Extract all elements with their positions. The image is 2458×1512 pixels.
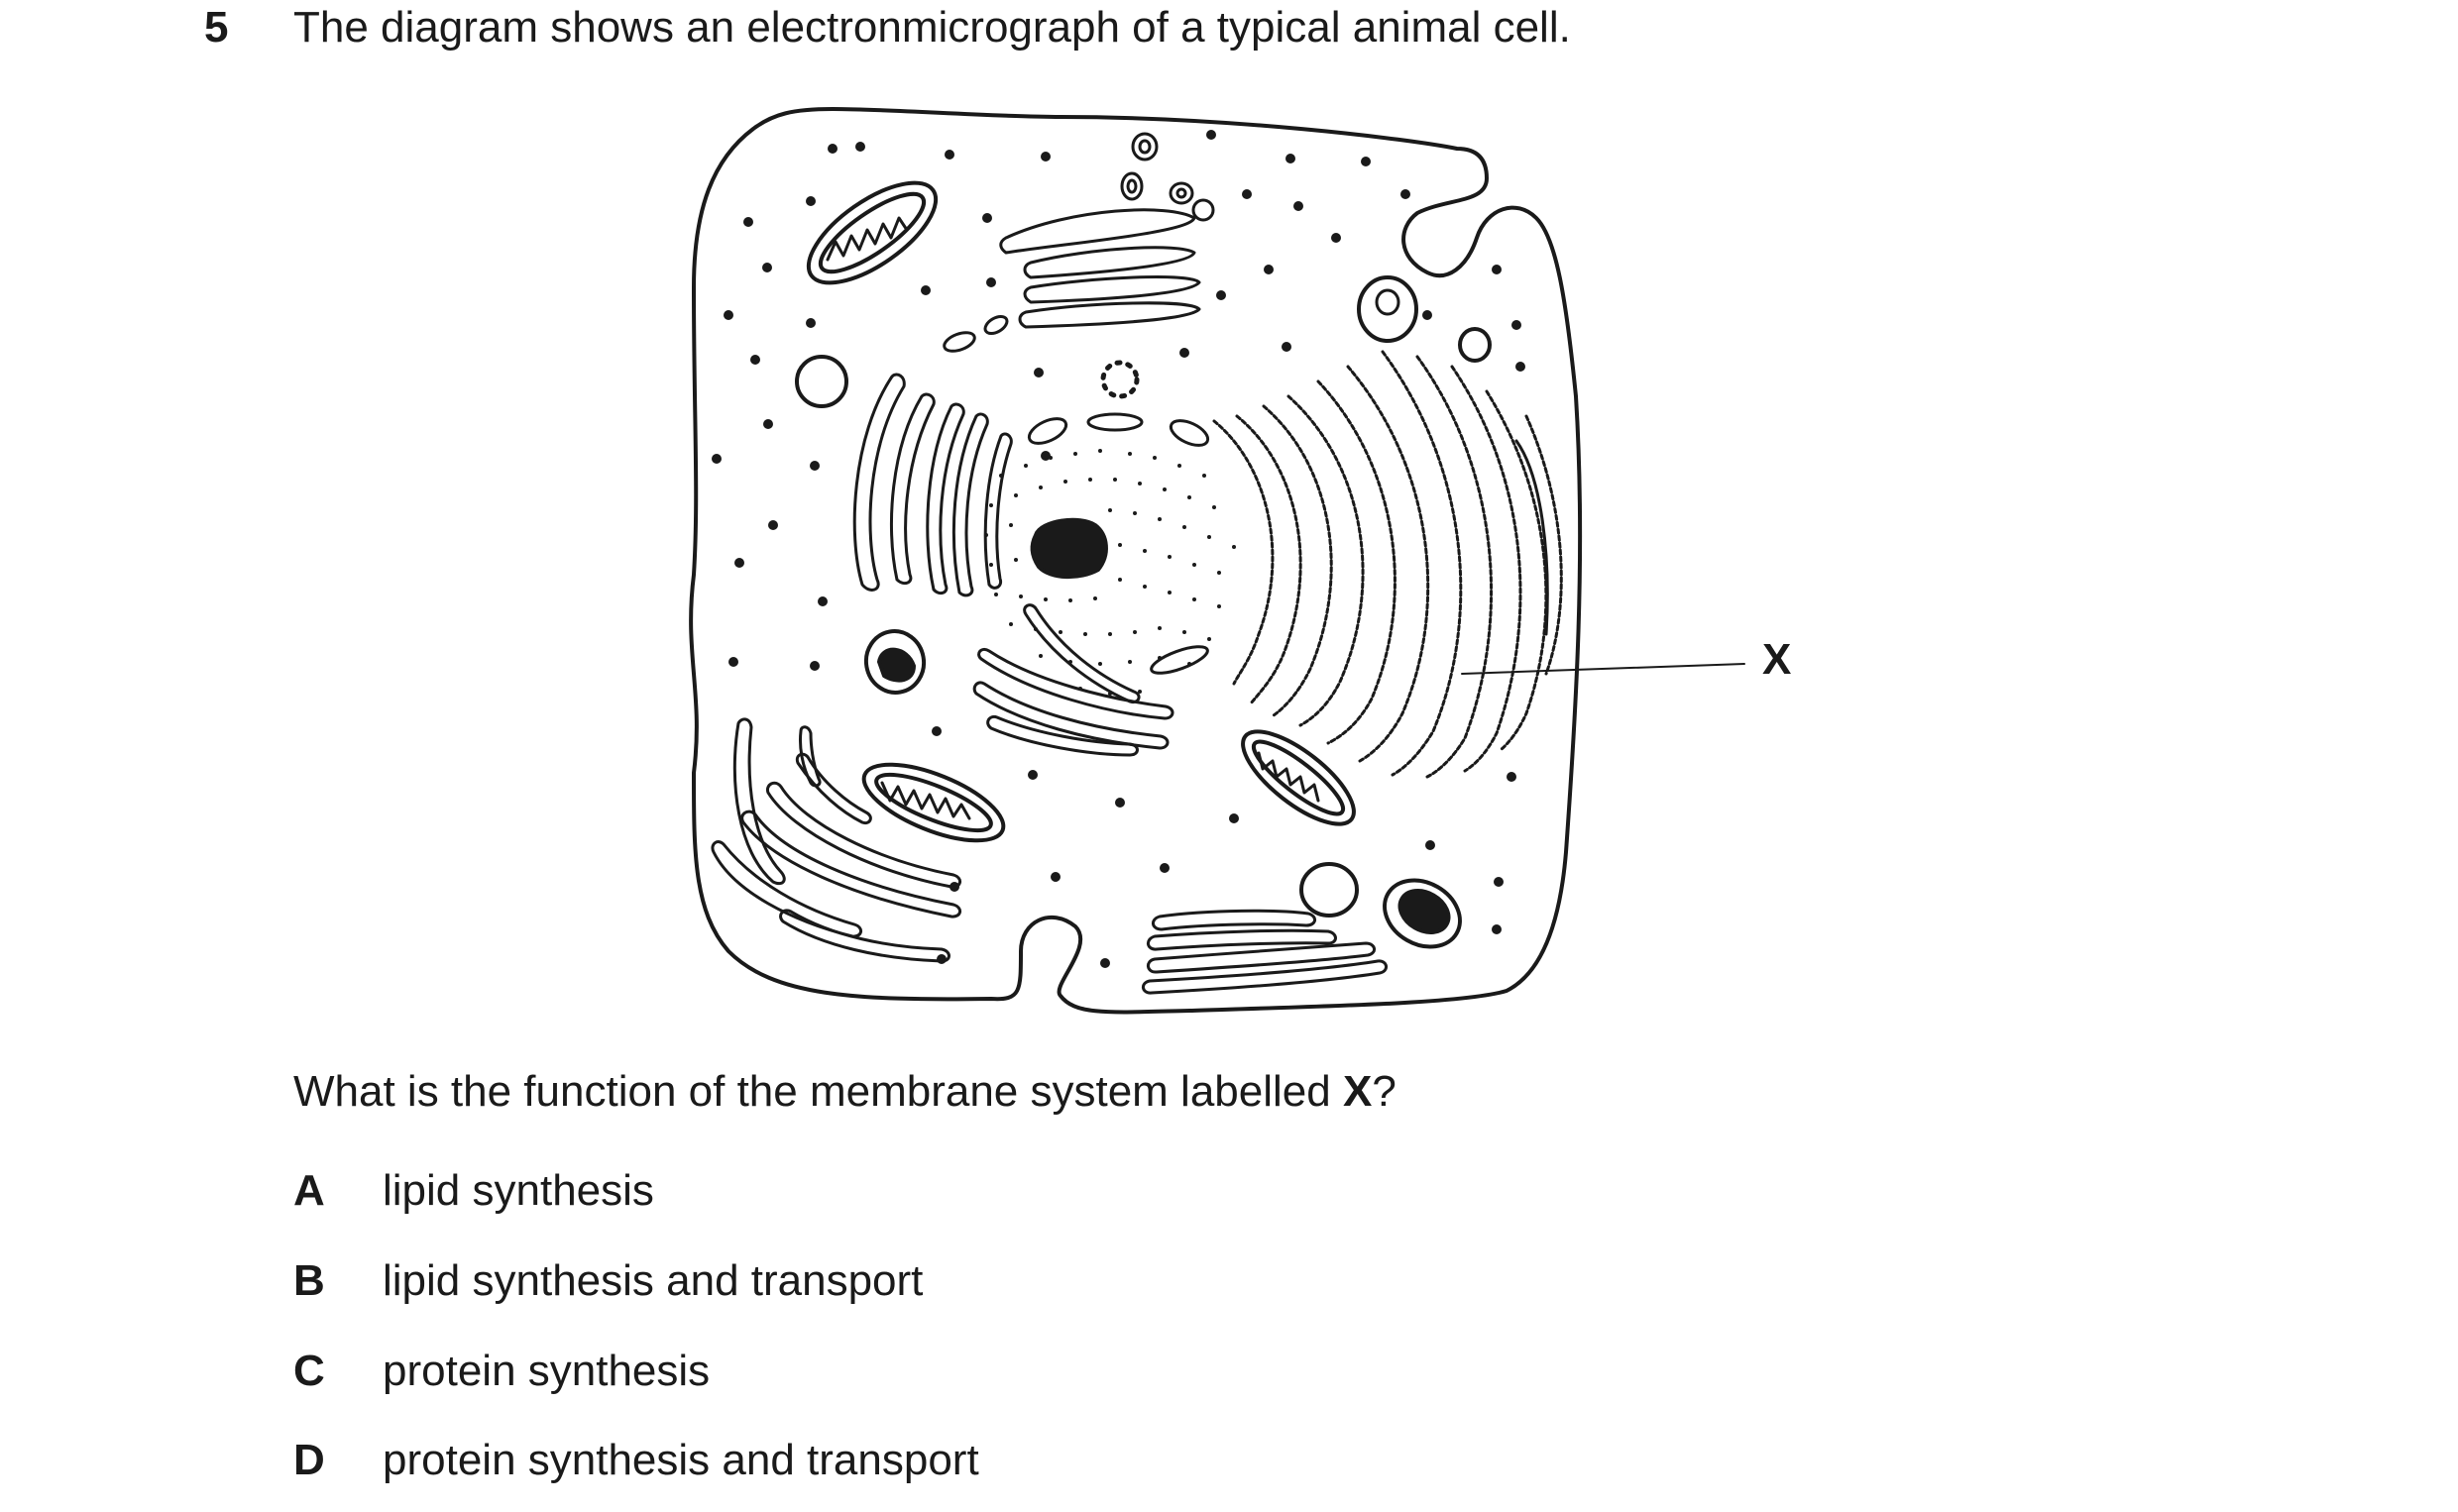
question-stem: The diagram shows an electronmicrograph … bbox=[293, 3, 1571, 52]
option-text: protein synthesis and transport bbox=[383, 1436, 979, 1484]
vesicle-left bbox=[795, 355, 848, 408]
vesicles-top bbox=[1120, 132, 1215, 222]
option-letter: D bbox=[293, 1436, 325, 1484]
option-letter: A bbox=[293, 1166, 325, 1215]
vesicle-upper-right bbox=[1458, 327, 1492, 363]
option-text: lipid synthesis bbox=[383, 1166, 654, 1215]
prompt-label: X bbox=[1342, 1067, 1373, 1116]
cytoplasm-ribosomes bbox=[712, 130, 1525, 968]
animal-cell-diagram: X bbox=[689, 107, 1791, 1015]
golgi-lower-left bbox=[711, 717, 961, 963]
question-number: 5 bbox=[204, 3, 229, 52]
cell-membrane bbox=[689, 107, 1583, 1015]
golgi-bottom bbox=[1142, 909, 1388, 995]
label-x: X bbox=[1762, 635, 1791, 684]
question-prompt: What is the function of the membrane sys… bbox=[293, 1064, 1397, 1120]
nucleolus bbox=[1030, 517, 1108, 580]
label-x-pointer bbox=[1461, 663, 1745, 675]
lysosome-upper-right bbox=[1357, 275, 1418, 343]
vesicle-lower-right bbox=[1299, 862, 1359, 918]
option-text: lipid synthesis and transport bbox=[383, 1256, 924, 1305]
granule-left bbox=[863, 629, 927, 695]
rough-er-right bbox=[1212, 350, 1563, 779]
golgi-lower-middle bbox=[972, 603, 1209, 757]
option-letter: B bbox=[293, 1256, 325, 1305]
mitochondrion-top-left bbox=[806, 180, 939, 285]
prompt-text: What is the function of the membrane sys… bbox=[293, 1067, 1343, 1116]
prompt-end: ? bbox=[1372, 1067, 1397, 1116]
option-letter: C bbox=[293, 1347, 325, 1395]
rough-er-left bbox=[852, 373, 1013, 597]
granule-right bbox=[1383, 878, 1462, 949]
option-text: protein synthesis bbox=[383, 1347, 711, 1395]
centriole bbox=[1100, 360, 1140, 399]
mitochondrion-lower-left bbox=[861, 762, 1006, 843]
golgi-top bbox=[943, 208, 1201, 353]
mitochondrion-lower-right bbox=[1241, 729, 1356, 826]
nucleus-stipple bbox=[984, 449, 1236, 696]
